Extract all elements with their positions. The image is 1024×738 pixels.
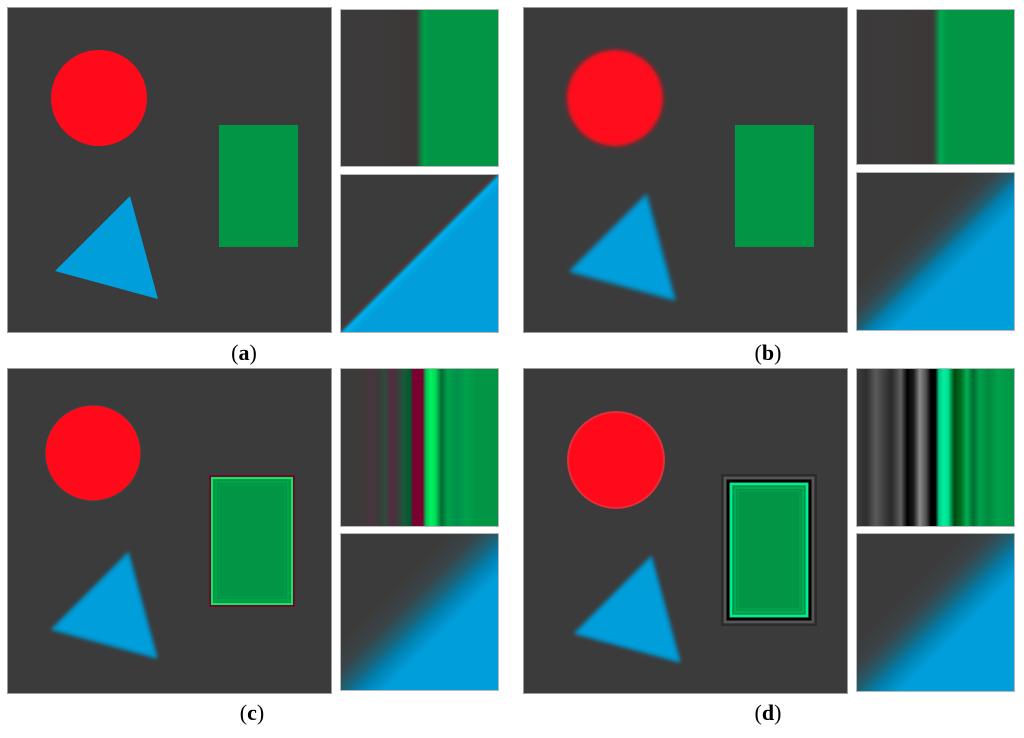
inset-b-bottom — [857, 173, 1014, 330]
blue-triangle — [51, 552, 158, 659]
scene-d-shapes — [567, 411, 817, 663]
red-circle — [51, 50, 147, 146]
panel-label-b: (b) — [754, 340, 782, 365]
red-circle — [567, 50, 663, 146]
scene-c-shapes — [44, 404, 295, 659]
scene-b — [524, 8, 847, 332]
green-rectangle-ringing — [721, 474, 817, 626]
panel-label-a: (a) — [231, 340, 257, 365]
inset-d-top — [857, 369, 1014, 526]
inset-b-top — [857, 10, 1014, 164]
blue-triangle — [569, 194, 676, 301]
red-circle — [567, 411, 665, 509]
green-rectangle — [735, 125, 814, 247]
red-circle — [44, 404, 142, 502]
green-rectangle — [219, 125, 298, 247]
scene-d — [524, 369, 847, 693]
inset-c-top — [341, 369, 498, 526]
green-rectangle-ringing — [209, 475, 295, 607]
inset-d-bottom — [857, 534, 1014, 691]
panel-label-d: (d) — [754, 700, 782, 725]
panel-label-c: (c) — [239, 700, 265, 725]
inset-a-bottom — [341, 175, 498, 332]
inset-c-bottom — [341, 534, 498, 690]
scene-a — [8, 8, 331, 332]
scene-a-shapes — [51, 50, 298, 299]
scene-b-shapes — [567, 50, 814, 301]
blue-triangle — [574, 556, 681, 663]
inset-a-top — [341, 10, 498, 166]
scene-c — [8, 369, 331, 693]
blue-triangle — [55, 196, 158, 299]
